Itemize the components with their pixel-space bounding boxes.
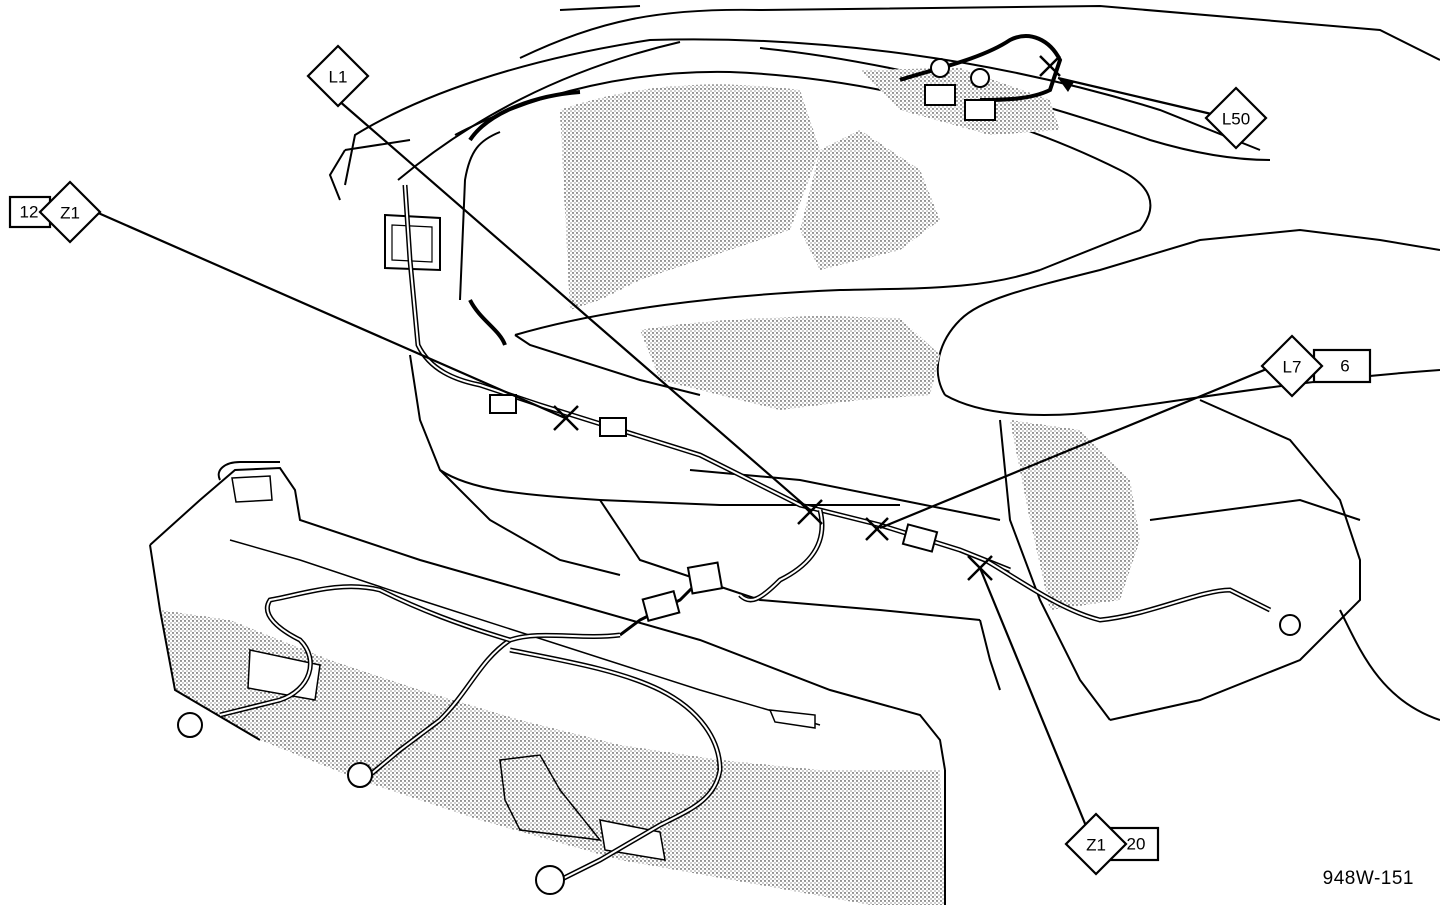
- callout-20-label: 20: [1127, 835, 1146, 854]
- callout-12-label: 12: [20, 203, 39, 222]
- leader-lines: [95, 76, 1275, 827]
- callout-l50: L50: [1204, 86, 1268, 150]
- callout-l1-label: L1: [329, 68, 348, 87]
- leader-z1-left: [95, 210, 566, 420]
- callout-l50-label: L50: [1222, 110, 1250, 129]
- callout-12-z1: 12 Z1: [8, 180, 102, 244]
- leader-l1: [337, 99, 811, 511]
- leader-z1-bottom: [978, 567, 1088, 827]
- callout-z1-left-label: Z1: [60, 204, 80, 223]
- wiring-harness: [219, 34, 1272, 883]
- callout-l1: L1: [306, 44, 370, 108]
- figure-id: 948W-151: [1322, 868, 1414, 889]
- rear-bumper-fascia: [149, 461, 946, 905]
- leader-l7: [879, 364, 1275, 530]
- callout-l7-6: 6 L7: [1260, 334, 1372, 398]
- callout-z1-20: 20 Z1: [1064, 812, 1160, 876]
- callout-l7-label: L7: [1283, 358, 1302, 377]
- leader-l50: [1057, 76, 1221, 118]
- trunk-interior-shading: [560, 68, 1140, 610]
- splice-marks: [553, 55, 1061, 581]
- connectors-and-sockets: [177, 58, 1301, 895]
- callout-6-label: 6: [1340, 357, 1349, 376]
- callout-z1-bottom-label: Z1: [1086, 836, 1106, 855]
